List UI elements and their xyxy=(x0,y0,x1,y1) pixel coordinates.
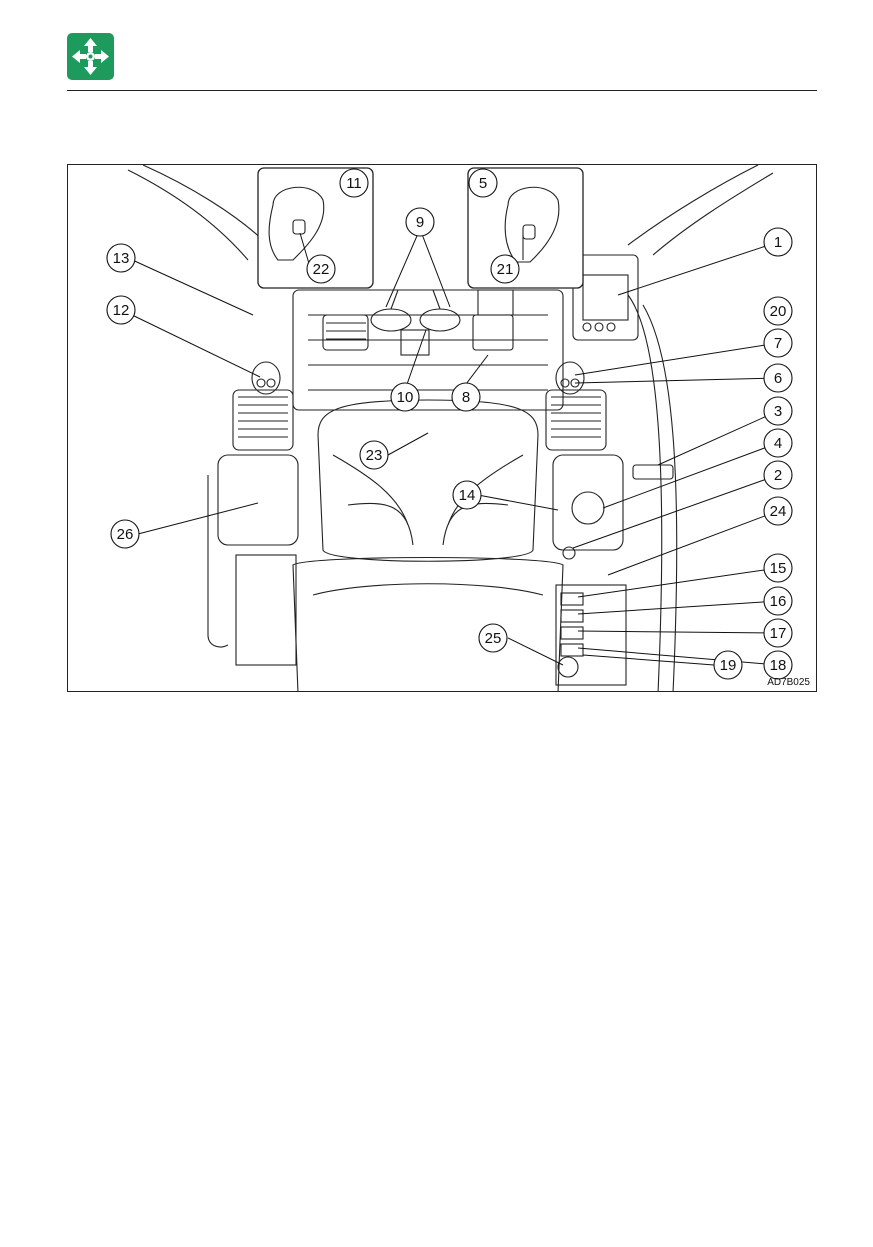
cab-controls-figure: 1 2 3 4 5 6 7 8 9 10 11 12 13 14 15 16 1… xyxy=(67,164,817,692)
callout-17: 17 xyxy=(770,625,787,642)
callout-20: 20 xyxy=(770,303,787,320)
callout-19: 19 xyxy=(720,657,737,674)
callout-12: 12 xyxy=(113,302,130,319)
callout-15: 15 xyxy=(770,560,787,577)
callout-2: 2 xyxy=(774,467,782,484)
callout-1: 1 xyxy=(774,234,782,251)
callout-4: 4 xyxy=(774,435,782,452)
callout-25: 25 xyxy=(485,630,502,647)
callout-3: 3 xyxy=(774,403,782,420)
callout-11: 11 xyxy=(346,175,362,192)
header-divider xyxy=(67,90,817,91)
callout-18: 18 xyxy=(770,657,787,674)
callout-24: 24 xyxy=(770,503,787,520)
figure-code: AD7B025 xyxy=(767,677,810,688)
callout-5: 5 xyxy=(479,175,487,192)
callout-21: 21 xyxy=(497,261,514,278)
callout-8: 8 xyxy=(462,389,470,406)
callout-6: 6 xyxy=(774,370,782,387)
callout-10: 10 xyxy=(397,389,414,406)
callout-13: 13 xyxy=(113,250,130,267)
callout-19-leader xyxy=(583,655,714,665)
callout-7: 7 xyxy=(774,335,782,352)
callout-9: 9 xyxy=(416,214,424,231)
callout-16: 16 xyxy=(770,593,787,610)
callout-26: 26 xyxy=(117,526,134,543)
callout-22: 22 xyxy=(313,261,330,278)
callout-23: 23 xyxy=(366,447,383,464)
cab-illustration: 1 2 3 4 5 6 7 8 9 10 11 12 13 14 15 16 1… xyxy=(68,165,817,692)
four-way-arrows-icon xyxy=(67,33,114,80)
callout-14: 14 xyxy=(459,487,476,504)
